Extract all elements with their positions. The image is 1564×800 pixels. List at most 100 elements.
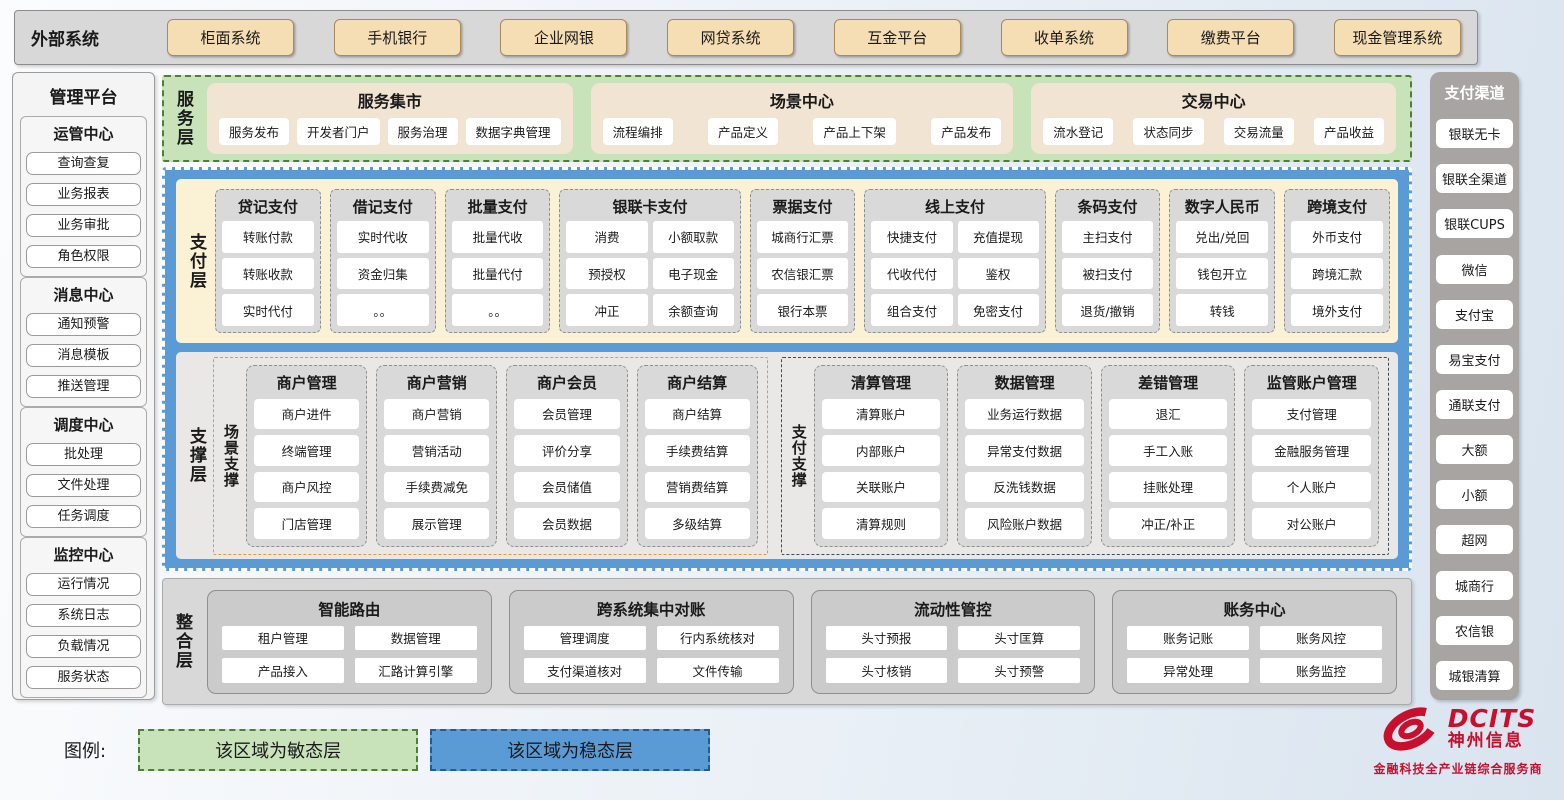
service-item-box: 状态同步 (1133, 118, 1204, 145)
support-item-box: 清算规则 (821, 508, 941, 539)
support-layer-sections: 场景支撑商户管理商户进件终端管理商户风控门店管理商户营销商户营销营销活动手续费减… (213, 356, 1389, 555)
payment-column: 条码支付主扫支付被扫支付退货/撤销 (1054, 189, 1161, 333)
payment-item-box: 小额取款 (652, 221, 734, 253)
payment-column-items: 外币支付跨境汇款境外支付 (1291, 221, 1384, 326)
payment-item-box: 转账收款 (222, 257, 314, 290)
support-item-box: 关联账户 (821, 471, 941, 502)
support-item-box: 商户风控 (254, 471, 360, 502)
payment-column: 贷记支付转账付款转账收款实时代付 (215, 189, 321, 333)
service-item-box: 服务发布 (219, 118, 290, 145)
external-system-box: 缴费平台 (1167, 19, 1295, 56)
integration-panel: 智能路由租户管理数据管理产品接入汇路计算引擎 (207, 589, 492, 694)
support-section-label: 支付支撑 (789, 423, 808, 488)
integration-item-box: 支付渠道核对 (523, 658, 646, 683)
support-column-title: 监管账户管理 (1266, 373, 1357, 392)
payment-column: 票据支付城商行汇票农信银汇票银行本票 (749, 189, 856, 333)
dcits-logo-top: DCITS 神州信息 (1360, 702, 1556, 756)
service-item-box: 交易流量 (1223, 118, 1294, 145)
support-item-box: 反洗钱数据 (965, 471, 1084, 502)
service-item-box: 产品收益 (1313, 118, 1384, 145)
external-system-box: 网贷系统 (667, 19, 795, 56)
support-item-box: 手工入账 (1108, 435, 1228, 466)
management-item-box: 批处理 (26, 443, 141, 466)
management-item-box: 通知预警 (26, 313, 141, 336)
service-item-box: 产品定义 (707, 118, 778, 145)
legend-label: 图例: (64, 741, 107, 762)
support-column-title: 商户结算 (667, 373, 728, 392)
payment-layer-label: 支付层 (186, 232, 206, 290)
payment-channel-box: 银联全渠道 (1436, 164, 1513, 194)
integration-item-box: 文件传输 (656, 658, 779, 683)
management-item-box: 服务状态 (26, 666, 141, 689)
integration-layer: 整合层 智能路由租户管理数据管理产品接入汇路计算引擎跨系统集中对账管理调度行内系… (162, 578, 1412, 705)
payment-channels-title: 支付渠道 (1444, 84, 1505, 102)
management-platform-groups: 运管中心查询查复业务报表业务审批角色权限消息中心通知预警消息模板推送管理调度中心… (20, 116, 147, 698)
support-item-box: 商户结算 (644, 398, 750, 429)
support-column: 清算管理清算账户内部账户关联账户清算规则 (813, 364, 949, 547)
service-layer: 服务层 服务集市服务发布开发者门户服务治理数据字典管理场景中心流程编排产品定义产… (162, 75, 1412, 162)
support-column: 商户管理商户进件终端管理商户风控门店管理 (246, 364, 368, 547)
payment-column: 线上支付快捷支付充值提现代收代付鉴权组合支付免密支付 (864, 189, 1046, 333)
support-column-title: 商户会员 (536, 373, 597, 392)
support-item-box: 金融服务管理 (1252, 435, 1372, 466)
payment-item-box: 。。 (336, 294, 429, 326)
payment-item-box: 被扫支付 (1061, 257, 1154, 290)
management-item-box: 文件处理 (26, 474, 141, 497)
integration-panel-items: 账务记账账务风控异常处理账务监控 (1127, 625, 1382, 683)
integration-item-box: 异常处理 (1127, 658, 1250, 683)
payment-column-items: 主扫支付被扫支付退货/撤销 (1061, 221, 1154, 326)
service-item-box: 服务治理 (387, 118, 458, 145)
payment-column: 借记支付实时代收资金归集。。 (329, 189, 436, 333)
payment-column-title: 线上支付 (924, 198, 985, 216)
payment-column-title: 票据支付 (772, 198, 833, 216)
payment-column-items: 消费小额取款预授权电子现金冲正余额查询 (566, 221, 734, 326)
payment-column: 银联卡支付消费小额取款预授权电子现金冲正余额查询 (559, 189, 741, 333)
dcits-company-name: 神州信息 (1447, 731, 1524, 752)
payment-channel-box: 易宝支付 (1436, 344, 1513, 374)
integration-item-box: 管理调度 (523, 625, 646, 650)
support-column-title: 商户管理 (276, 373, 337, 392)
payment-column-items: 实时代收资金归集。。 (336, 221, 429, 326)
dcits-logo: DCITS 神州信息 金融科技全产业链综合服务商 (1360, 702, 1556, 777)
payment-column: 跨境支付外币支付跨境汇款境外支付 (1284, 189, 1391, 333)
integration-layer-panels: 智能路由租户管理数据管理产品接入汇路计算引擎跨系统集中对账管理调度行内系统核对支… (207, 589, 1397, 694)
payment-channel-box: 微信 (1436, 254, 1513, 284)
support-item-box: 个人账户 (1252, 471, 1372, 502)
service-item-box: 流程编排 (602, 118, 673, 145)
external-system-box: 企业网银 (500, 19, 628, 56)
external-systems-bar: 外部系统 柜面系统手机银行企业网银网贷系统互金平台收单系统缴费平台现金管理系统 (14, 10, 1478, 65)
management-item-box: 业务报表 (26, 183, 141, 206)
payment-item-box: 消费 (566, 221, 648, 253)
management-group-title: 运管中心 (53, 125, 114, 143)
payment-item-box: 批量代付 (451, 257, 544, 290)
payment-column-title: 数字人民币 (1184, 198, 1260, 216)
payment-channel-box: 城商行 (1436, 570, 1513, 600)
payment-item-box: 跨境汇款 (1291, 257, 1384, 290)
management-item-box: 消息模板 (26, 344, 141, 367)
support-column: 监管账户管理支付管理金融服务管理个人账户对公账户 (1244, 364, 1380, 547)
support-section-label: 场景支撑 (222, 423, 240, 488)
management-group: 监控中心运行情况系统日志负载情况服务状态 (20, 537, 147, 698)
payment-item-box: 兑出/兑回 (1176, 221, 1269, 253)
payment-item-box: 转账付款 (222, 221, 314, 253)
support-item-box: 清算账户 (821, 398, 941, 429)
payment-layer-columns: 贷记支付转账付款转账收款实时代付借记支付实时代收资金归集。。批量支付批量代收批量… (215, 189, 1391, 333)
payment-item-box: 银行本票 (756, 294, 849, 326)
support-column: 商户结算商户结算手续费结算营销费结算多级结算 (636, 364, 758, 547)
external-system-box: 现金管理系统 (1333, 19, 1461, 56)
payment-item-box: 外币支付 (1291, 221, 1384, 253)
integration-panel: 流动性管控头寸预报头寸匡算头寸核销头寸预警 (810, 589, 1096, 694)
integration-item-box: 数据管理 (354, 625, 477, 650)
integration-panel: 账务中心账务记账账务风控异常处理账务监控 (1112, 589, 1397, 694)
payment-item-box: 冲正 (566, 294, 648, 326)
payment-item-box: 实时代收 (336, 221, 429, 253)
support-item-box: 冲正/补正 (1108, 508, 1228, 539)
service-layer-label: 服务层 (173, 90, 193, 147)
payment-item-box: 境外支付 (1291, 294, 1384, 326)
support-section-columns: 商户管理商户进件终端管理商户风控门店管理商户营销商户营销营销活动手续费减免展示管… (246, 364, 758, 547)
payment-channel-box: 大额 (1436, 435, 1513, 465)
support-item-box: 会员储值 (514, 471, 620, 502)
support-item-box: 营销费结算 (644, 471, 750, 502)
service-item-box: 产品发布 (931, 118, 1002, 145)
